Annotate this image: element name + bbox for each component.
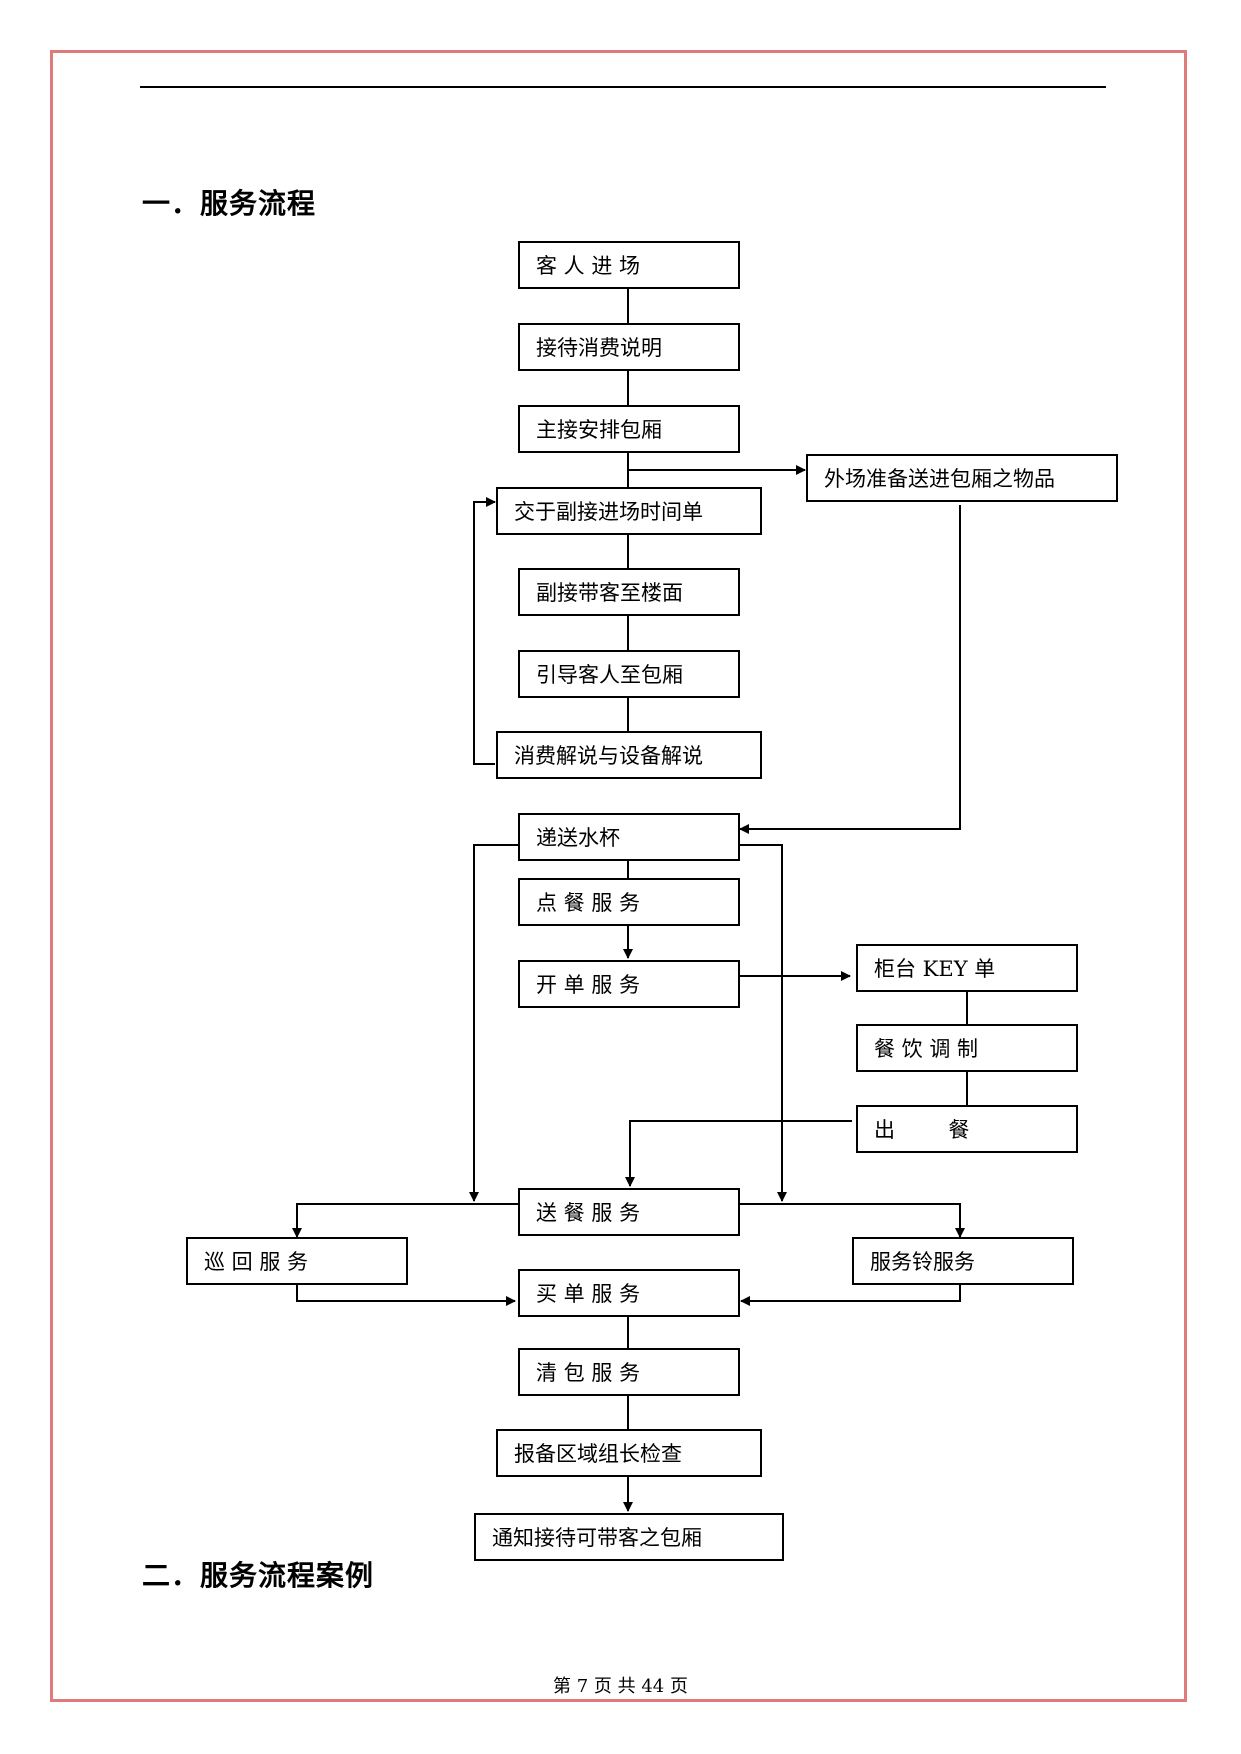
node-clean-room-service: 清 包 服 务 (518, 1348, 740, 1396)
node-guest-entry: 客 人 进 场 (518, 241, 740, 289)
node-food-preparation: 餐 饮 调 制 (856, 1024, 1078, 1072)
node-delivery-service: 送 餐 服 务 (518, 1188, 740, 1236)
header-rule (140, 86, 1106, 88)
section-title-service-flow: 一．服务流程 (142, 187, 317, 220)
node-order-service: 点 餐 服 务 (518, 878, 740, 926)
node-consumption-equipment-explain: 消费解说与设备解说 (496, 731, 762, 779)
node-counter-key: 柜台 KEY 单 (856, 944, 1078, 992)
node-checkout-service: 买 单 服 务 (518, 1269, 740, 1317)
node-main-arrange-room: 主接安排包厢 (518, 405, 740, 453)
node-deliver-cups: 递送水杯 (518, 813, 740, 861)
node-patrol-service: 巡 回 服 务 (186, 1237, 408, 1285)
node-guide-to-room: 引导客人至包厢 (518, 650, 740, 698)
node-serve-out: 出 餐 (856, 1105, 1078, 1153)
node-bell-service: 服务铃服务 (852, 1237, 1074, 1285)
node-notify-reception: 通知接待可带客之包厢 (474, 1513, 784, 1561)
node-handover-time-sheet: 交于副接进场时间单 (496, 487, 762, 535)
node-bill-service: 开 单 服 务 (518, 960, 740, 1008)
node-reception-explain: 接待消费说明 (518, 323, 740, 371)
node-report-inspection: 报备区域组长检查 (496, 1429, 762, 1477)
section-title-service-flow-cases: 二．服务流程案例 (142, 1559, 375, 1592)
node-outside-prepare: 外场准备送进包厢之物品 (806, 454, 1118, 502)
page-border (50, 50, 1187, 1702)
node-guide-to-floor: 副接带客至楼面 (518, 568, 740, 616)
page-footer: 第 7 页 共 44 页 (553, 1676, 688, 1697)
